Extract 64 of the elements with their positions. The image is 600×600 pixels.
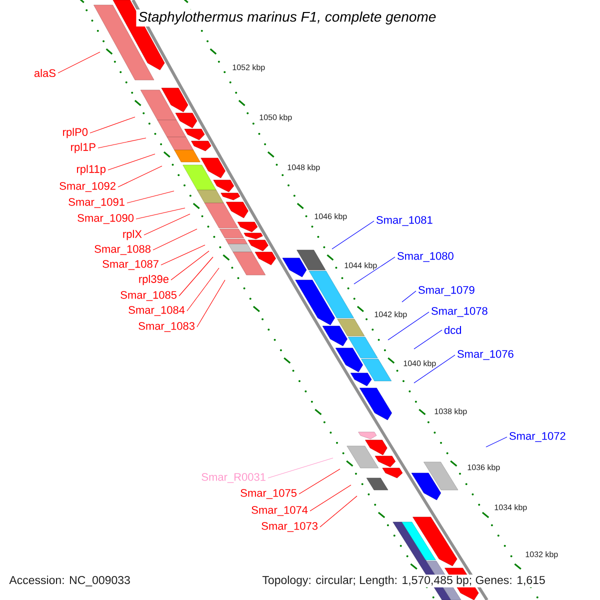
leader-line	[196, 280, 226, 328]
leader-line	[178, 256, 214, 296]
leader-line	[118, 166, 162, 188]
leader-line	[486, 436, 508, 448]
leader-line	[90, 116, 136, 134]
leader-line	[332, 220, 374, 250]
leader-line	[152, 228, 198, 250]
gene-label: Smar_1075	[240, 489, 297, 499]
gene-label: rplX	[123, 230, 142, 240]
genome-info-text: Topology: circular; Length: 1,570,485 bp; Genes: 1,615	[261, 574, 546, 588]
scale-label: 1044 kbp	[343, 261, 378, 271]
gene-label: Smar_1073	[262, 522, 318, 532]
gene-label: rpl11p	[76, 164, 106, 176]
leader-line	[402, 290, 416, 302]
leader-line	[388, 312, 430, 340]
leader-line	[268, 458, 334, 478]
leader-line	[414, 330, 442, 350]
scale-label: 1040 kbp	[402, 359, 438, 369]
gene-label: Smar_1074	[252, 506, 308, 516]
leader-line	[414, 354, 456, 384]
gene-label: Smar_1083	[138, 322, 194, 332]
leader-line	[58, 52, 100, 74]
scale-label: 1034 kbp	[493, 503, 528, 513]
scale-label: 1046 kbp	[313, 212, 348, 222]
gene-label: rpl1P	[71, 142, 96, 154]
leader-line	[144, 214, 190, 236]
leader-line	[354, 256, 396, 284]
gene-label: Smar_R0031	[202, 473, 266, 483]
scale-label: 1050 kbp	[258, 113, 294, 123]
leader-line	[320, 496, 358, 528]
leader-line	[108, 154, 156, 170]
gene-label: rpl39e	[139, 274, 168, 286]
leader-line	[98, 138, 146, 148]
gene-label: Smar_1078	[432, 307, 488, 317]
leader-line	[136, 208, 186, 220]
gene-label: Smar_1076	[458, 350, 514, 360]
leader-line	[160, 244, 206, 266]
scale-label: 1036 kbp	[466, 463, 502, 473]
leader-line	[186, 268, 220, 312]
gene-label: Smar_1085	[120, 291, 177, 301]
leader-line	[310, 484, 352, 512]
gene-label: Smar_1091	[68, 198, 124, 208]
gene-label: Smar_1090	[78, 214, 134, 224]
scale-label: 1048 kbp	[286, 163, 322, 173]
leader-line	[126, 190, 174, 204]
gene-label: dcd	[444, 326, 462, 334]
gene-label: Smar_1080	[398, 252, 454, 262]
leader-line	[298, 468, 340, 494]
gene-label: Smar_1088	[94, 245, 150, 255]
accession-text: Accession: NC_009033	[8, 574, 132, 588]
scale-label: 1032 kbp	[524, 550, 560, 560]
gene-label: Smar_1081	[376, 216, 432, 226]
scale-label: 1038 kbp	[433, 407, 468, 417]
gene-label: Smar_1079	[418, 286, 474, 296]
gene-label: Smar_1072	[510, 432, 566, 442]
gene-label: alaS	[34, 68, 56, 78]
title: Staphylothermus marinus F1, complete genome	[136, 9, 438, 27]
gene-label: rplP0	[63, 128, 88, 138]
gene-label: Smar_1092	[60, 182, 116, 192]
scale-label: 1042 kbp	[373, 310, 408, 320]
scale-label: 1052 kbp	[231, 63, 266, 73]
gene-label: Smar_1084	[128, 306, 185, 316]
leader-line	[170, 250, 210, 280]
gene-label: Smar_1087	[102, 260, 158, 270]
